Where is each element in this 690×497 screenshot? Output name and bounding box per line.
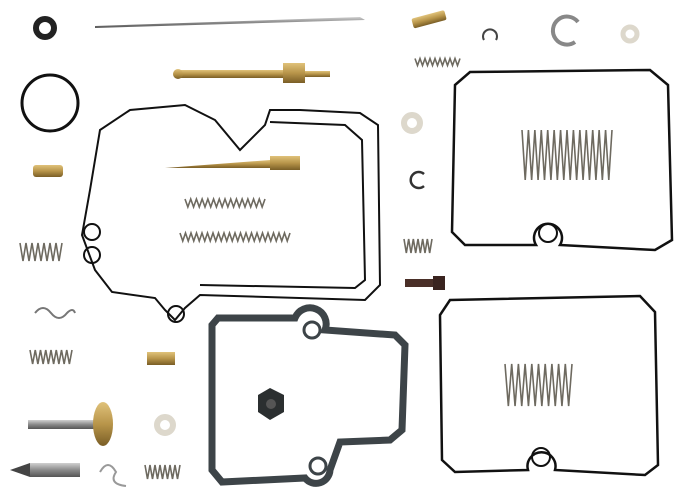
spring	[184, 196, 266, 210]
long-needle	[95, 17, 365, 28]
idle-screw	[28, 402, 113, 446]
spring	[29, 349, 73, 365]
white-washer	[620, 24, 640, 44]
clip	[409, 170, 425, 190]
float-bowl-gasket-bottom	[438, 294, 660, 477]
brass-screw-top	[411, 10, 447, 29]
e-clip	[550, 14, 580, 47]
wire-clip	[99, 464, 127, 487]
wire-clip	[34, 307, 76, 319]
spring	[144, 464, 181, 480]
small-clip	[482, 28, 498, 41]
needle-valve	[10, 463, 80, 477]
rubber-washer	[33, 16, 57, 40]
bolt	[405, 276, 445, 290]
gasket-hole	[83, 223, 101, 241]
spring	[403, 238, 433, 254]
gasket-hole	[167, 305, 185, 323]
o-ring	[20, 73, 80, 133]
gasket-hole	[308, 456, 328, 476]
brass-shaft	[173, 63, 330, 83]
nut-hole	[266, 399, 276, 409]
brass-fitting	[147, 352, 175, 365]
carburetor-gasket-large	[80, 103, 382, 322]
spring	[504, 363, 573, 407]
brass-jet	[33, 165, 63, 177]
spring	[179, 230, 291, 244]
float-spring-large	[521, 129, 613, 181]
jet-needle	[165, 156, 300, 170]
spring	[414, 56, 461, 68]
gasket-hole	[538, 223, 558, 243]
white-washer	[401, 112, 423, 134]
gasket-hole	[531, 447, 551, 467]
white-washer	[154, 414, 176, 436]
gasket-hole	[302, 320, 322, 340]
gasket-inner-line	[199, 121, 367, 290]
spring	[19, 242, 63, 262]
square-gasket	[208, 304, 409, 487]
gasket-hole	[83, 246, 101, 264]
